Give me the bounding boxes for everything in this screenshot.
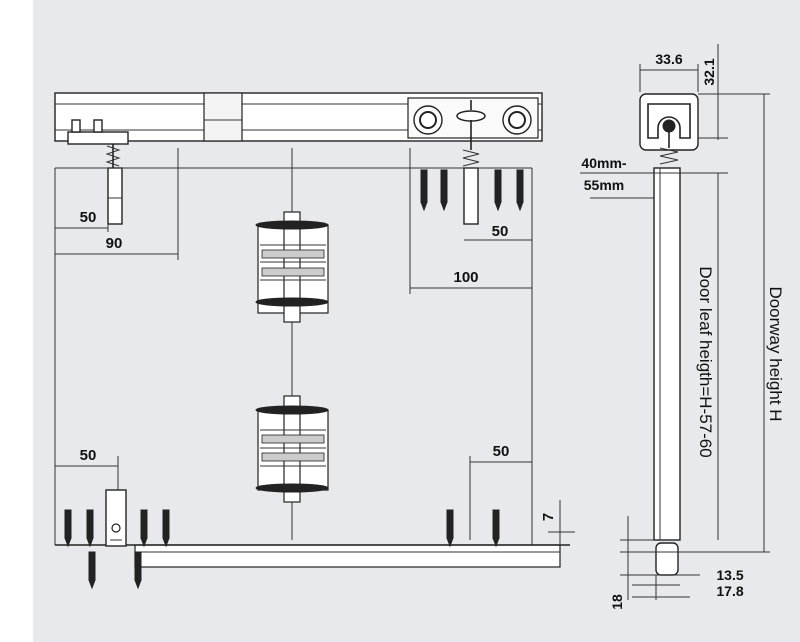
left-end-stop	[67, 119, 129, 225]
doorway-height-label: Doorway height H	[766, 286, 785, 421]
hinge-lower	[255, 395, 329, 503]
front-dimension-lines	[55, 148, 575, 545]
dim-7: 7	[540, 513, 557, 521]
dim-50-bottom-left: 50	[80, 447, 97, 464]
dim-32-1: 32.1	[701, 58, 717, 85]
roller-carriage	[407, 97, 539, 225]
bottom-guide-rail	[55, 489, 570, 568]
dim-50-top-right: 50	[492, 223, 509, 240]
dim-17-8: 17.8	[716, 583, 743, 599]
dim-90: 90	[106, 235, 123, 252]
dim-gap-line2: 55mm	[584, 177, 624, 193]
dim-33-6: 33.6	[655, 51, 682, 67]
dim-50-bottom-right: 50	[493, 443, 510, 460]
side-bottom-guide	[620, 542, 700, 576]
side-door-leaf	[653, 167, 681, 541]
side-dimension-lines	[580, 44, 770, 600]
dim-50-top-left: 50	[80, 209, 97, 226]
front-view: 50 90 50 100 50 50 7	[54, 92, 575, 590]
bottom-screws	[64, 509, 500, 590]
side-view: 33.6 32.1 40mm- 55mm Door leaf heigth=H-…	[580, 44, 785, 610]
side-track-profile	[639, 93, 699, 165]
dim-100: 100	[453, 269, 478, 286]
hinge-upper	[255, 211, 329, 323]
dim-gap-line1: 40mm-	[581, 155, 626, 171]
door-leaf-height-label: Door leaf heigth=H-57-60	[696, 266, 715, 457]
dim-13-5: 13.5	[716, 567, 743, 583]
top-screws	[420, 169, 524, 212]
dim-18: 18	[609, 594, 625, 610]
